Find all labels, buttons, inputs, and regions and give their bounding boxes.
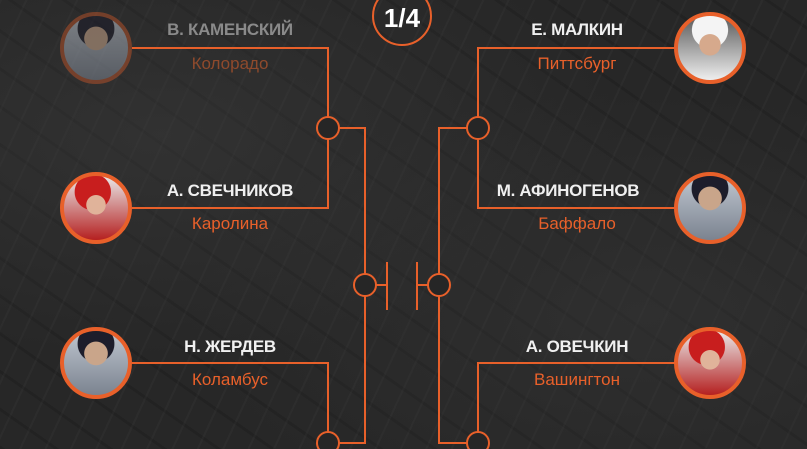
bracket-tick-left	[376, 262, 388, 310]
bracket-tick-right	[416, 262, 428, 310]
player-avatar-afinogenov[interactable]	[674, 172, 746, 244]
bracket-line-right-semifinal	[438, 127, 467, 444]
player-name: Н. ЖЕРДЕВ	[184, 337, 276, 356]
player-avatar-kamensky[interactable]	[60, 12, 132, 84]
bracket-node-right-top	[466, 116, 490, 140]
player-team: Баффало	[538, 214, 616, 233]
round-label: 1/4	[383, 3, 421, 33]
player-avatar-malkin[interactable]	[674, 12, 746, 84]
round-badge: 1/4	[372, 0, 432, 46]
player-avatar-svechnikov[interactable]	[60, 172, 132, 244]
bracket-node-left-bottom	[316, 431, 340, 449]
bracket-node-right-center	[427, 273, 451, 297]
bracket-line-left-top	[132, 47, 329, 209]
player-name: Е. МАЛКИН	[531, 20, 623, 39]
bracket-node-left-center	[353, 273, 377, 297]
player-name: М. АФИНОГЕНОВ	[496, 181, 640, 200]
bracket-line-right-top	[477, 47, 678, 209]
bracket-node-left-top	[316, 116, 340, 140]
player-team: Колорадо	[191, 54, 269, 73]
player-avatar-zherdev[interactable]	[60, 327, 132, 399]
bracket-line-left-semifinal	[339, 127, 366, 444]
bracket-line-right-bottom	[477, 362, 678, 432]
player-name: А. ОВЕЧКИН	[525, 337, 629, 356]
bracket-node-right-bottom	[466, 431, 490, 449]
player-team: Коламбус	[191, 370, 269, 389]
player-team: Вашингтон	[534, 370, 620, 389]
player-team: Питтсбург	[537, 54, 617, 73]
player-name: В. КАМЕНСКИЙ	[167, 20, 293, 39]
player-name: А. СВЕЧНИКОВ	[166, 181, 294, 200]
bracket-line-left-bottom	[132, 362, 329, 432]
player-team: Каролина	[191, 214, 269, 233]
player-avatar-ovechkin[interactable]	[674, 327, 746, 399]
